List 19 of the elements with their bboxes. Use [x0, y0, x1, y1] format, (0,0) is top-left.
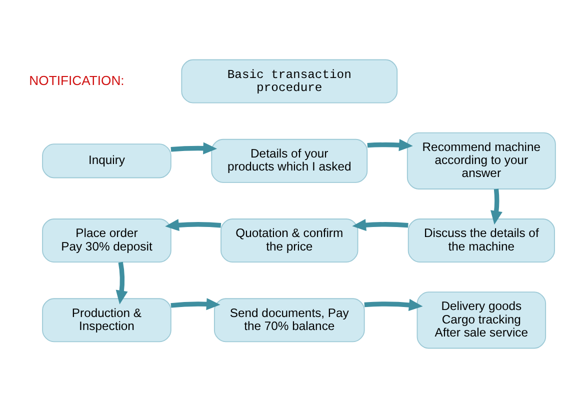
arrow — [364, 298, 423, 311]
arrow — [116, 262, 128, 304]
arrow — [352, 218, 408, 232]
arrow — [170, 298, 220, 310]
arrow — [490, 188, 502, 225]
node-box: Details of your products which I asked — [211, 138, 368, 183]
node-box: Quotation & confirm the price — [220, 218, 358, 263]
node-box: Basic transaction procedure — [181, 59, 398, 104]
node-box: Inquiry — [42, 144, 172, 178]
arrow — [367, 139, 413, 152]
label: NOTIFICATION: — [29, 72, 124, 88]
arrow — [165, 219, 222, 232]
node-box: Delivery goods Cargo tracking After sale service — [416, 292, 546, 349]
node-box: Place order Pay 30% deposit — [42, 218, 172, 263]
node-box: Production & Inspection — [42, 298, 172, 342]
node-box: Discuss the details of the machine — [408, 218, 555, 263]
node-box: Send documents, Pay the 70% balance — [214, 298, 365, 342]
arrow — [170, 142, 218, 154]
node-box: Recommend machine according to your answer — [406, 132, 556, 190]
